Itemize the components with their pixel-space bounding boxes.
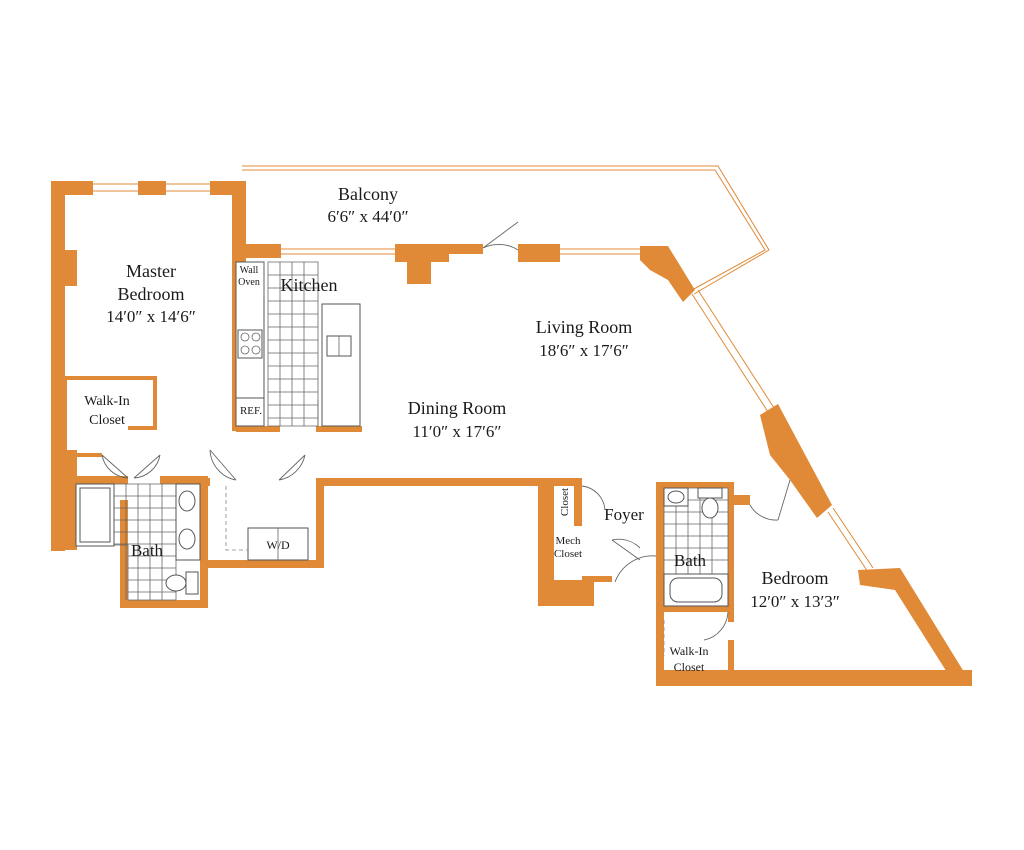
master-dims: 14′0″ x 14′6″	[106, 307, 196, 326]
lower-walls	[74, 426, 657, 608]
living-diagonal-wall	[691, 289, 972, 685]
dining-name: Dining Room	[408, 398, 507, 418]
hall-bath-fixtures	[663, 487, 729, 656]
kitchen-fixtures	[235, 261, 361, 427]
balcony-railing	[242, 165, 770, 295]
balcony-dims: 6′6″ x 44′0″	[327, 207, 408, 226]
dining-dims: 11′0″ x 17′6″	[413, 422, 502, 441]
master-bath-fixtures	[75, 483, 201, 601]
bath1-name: Bath	[131, 541, 164, 560]
laundry-fixtures	[225, 486, 309, 561]
master-name-2: Bedroom	[118, 284, 185, 304]
master-name-1: Master	[126, 261, 176, 281]
living-name: Living Room	[536, 317, 633, 337]
walkin1-1: Walk-In	[84, 394, 130, 409]
walkin1-2: Closet	[89, 413, 125, 428]
mech-1: Mech	[555, 535, 581, 547]
wall-oven-1: Wall	[240, 265, 259, 276]
wall-oven-2: Oven	[238, 277, 260, 288]
bedroom-dims: 12′0″ x 13′3″	[750, 592, 840, 611]
walkin2-1: Walk-In	[669, 644, 708, 658]
ref-label: REF.	[240, 405, 262, 417]
bedroom-walls	[656, 479, 972, 686]
wd-label: W/D	[266, 538, 290, 552]
bath2-name: Bath	[674, 551, 707, 570]
bedroom-name: Bedroom	[762, 568, 829, 588]
balcony-name: Balcony	[338, 184, 398, 204]
mech-2: Closet	[554, 548, 582, 560]
room-labels: Balcony 6′6″ x 44′0″ Master Bedroom 14′0…	[84, 184, 840, 674]
living-dims: 18′6″ x 17′6″	[539, 341, 629, 360]
kitchen-name: Kitchen	[281, 275, 338, 295]
closet-label: Closet	[559, 488, 571, 516]
walkin2-2: Closet	[674, 660, 705, 674]
foyer-name: Foyer	[604, 505, 644, 524]
living-top-walls	[281, 221, 695, 302]
